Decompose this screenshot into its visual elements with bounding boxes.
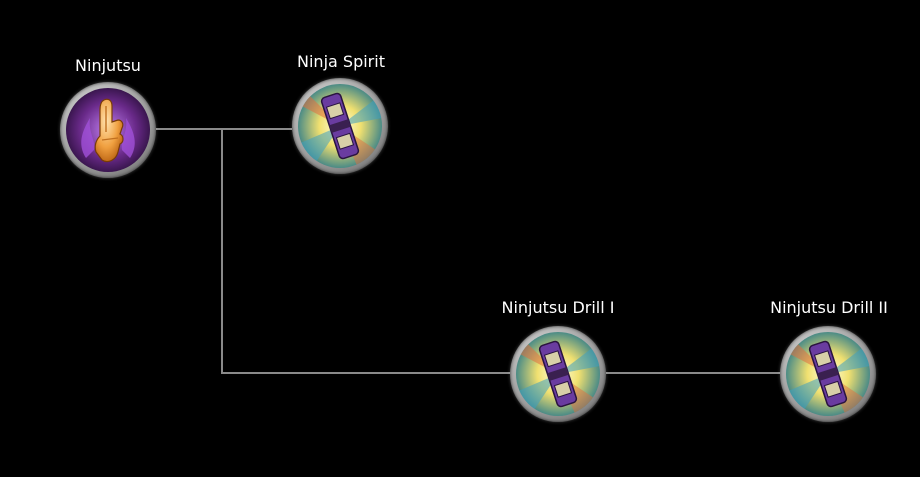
hand-seal-icon[interactable] [60,82,156,178]
skill-label-ninjutsu: Ninjutsu [75,56,141,75]
connector-branch-to-drill-1 [221,372,511,374]
skill-label-ninjutsu-drill-1: Ninjutsu Drill I [501,298,615,317]
skill-label-ninja-spirit: Ninja Spirit [297,52,385,71]
skill-node-ninja-spirit[interactable]: Ninja Spirit [271,52,411,182]
scroll-icon[interactable] [292,78,388,174]
skill-node-ninjutsu[interactable]: Ninjutsu [38,56,178,182]
skill-node-ninjutsu-drill-2[interactable]: Ninjutsu Drill II [759,298,899,430]
connector-vertical-branch [221,129,223,374]
skill-label-ninjutsu-drill-2: Ninjutsu Drill II [770,298,888,317]
scroll-icon[interactable] [780,326,876,422]
connector-drill-1-to-drill-2 [604,372,782,374]
scroll-icon[interactable] [510,326,606,422]
skill-node-ninjutsu-drill-1[interactable]: Ninjutsu Drill I [488,298,628,430]
